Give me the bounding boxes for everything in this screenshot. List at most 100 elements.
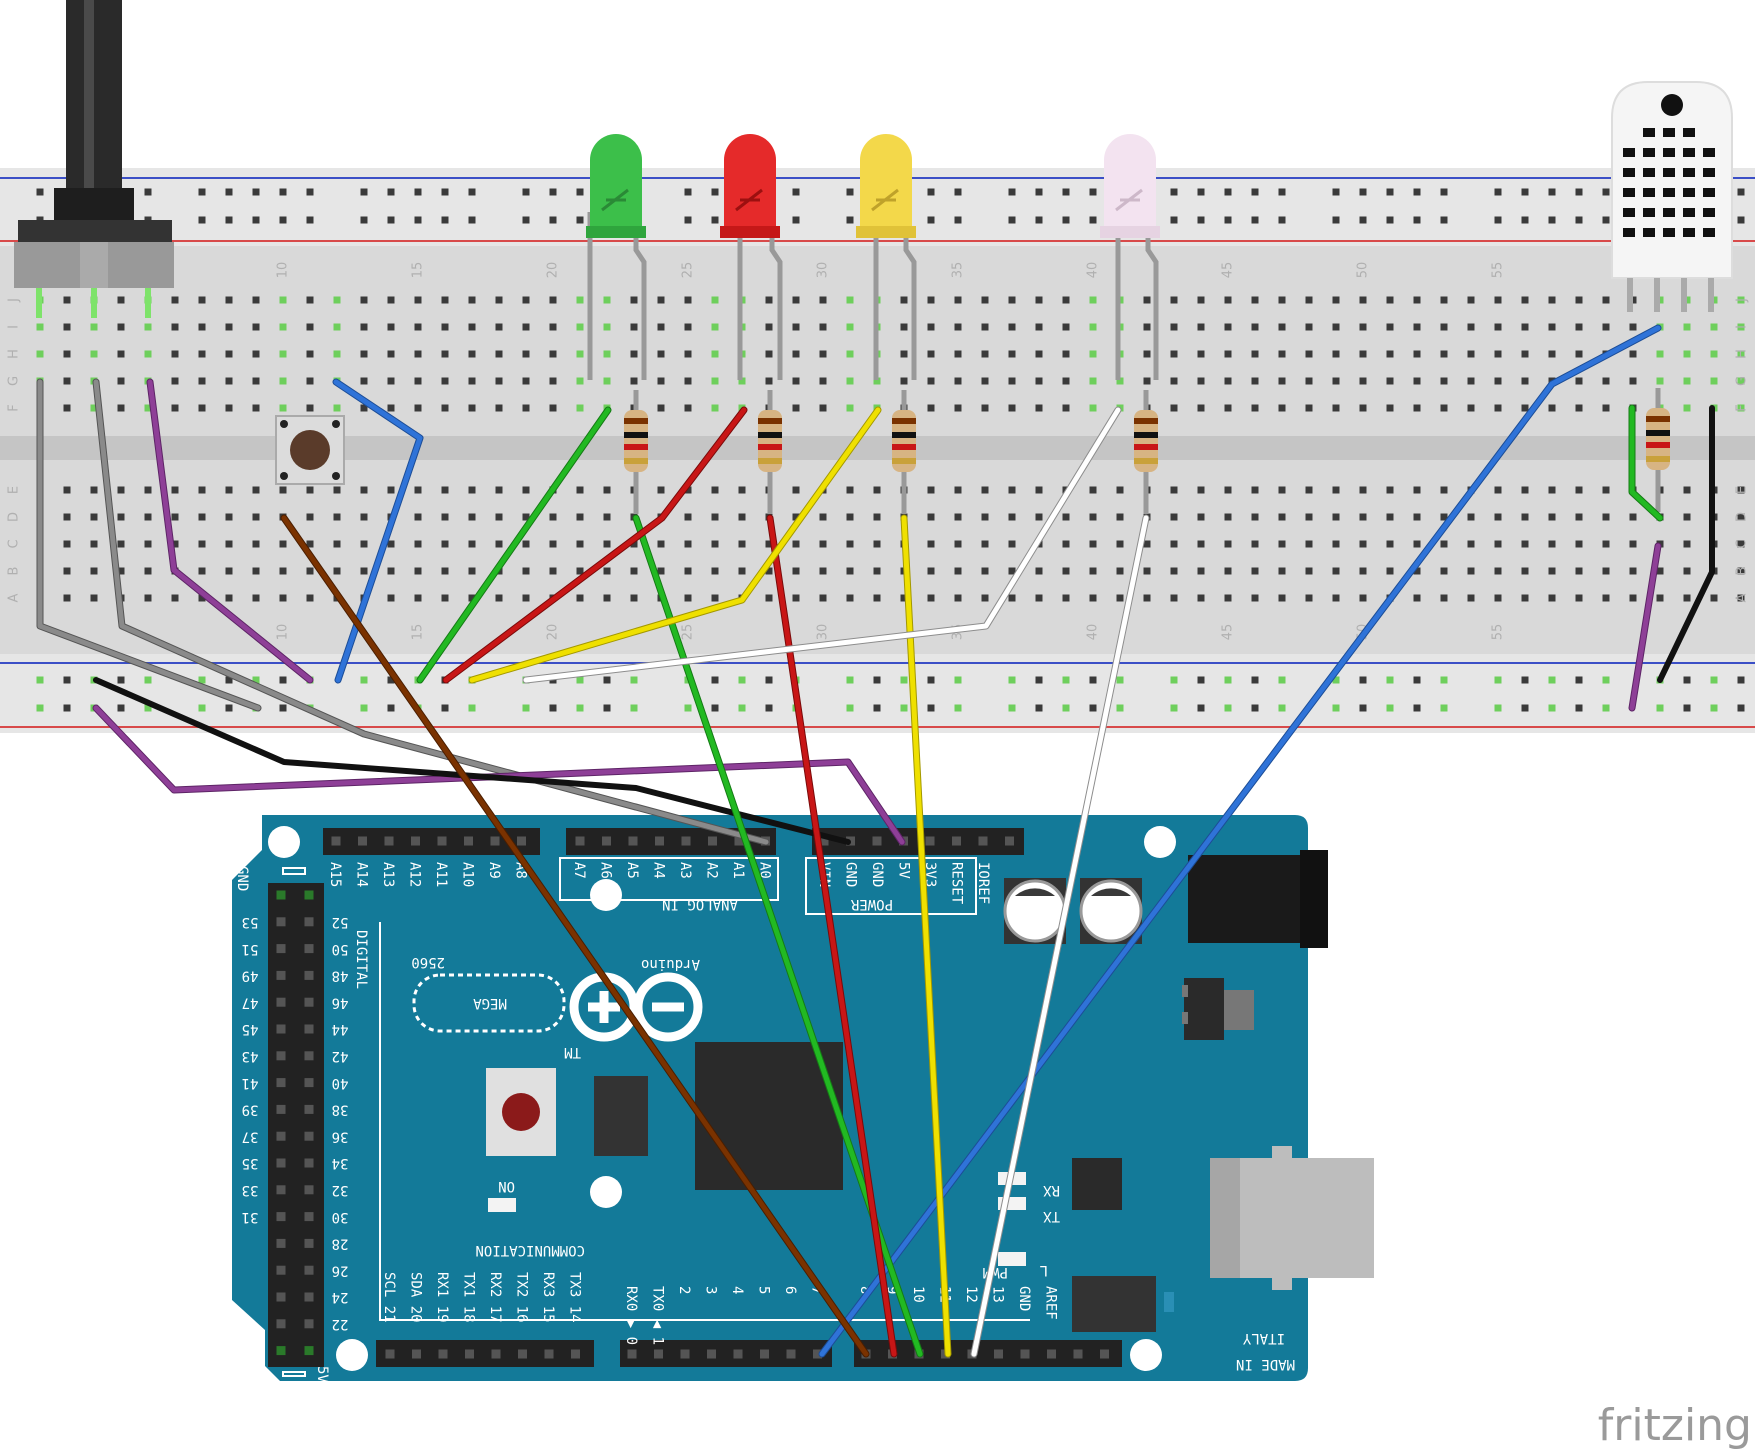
breadboard-hole <box>1224 513 1232 521</box>
breadboard-hole <box>1170 486 1178 494</box>
dht-vent-slot <box>1663 148 1675 157</box>
breadboard-hole <box>198 486 206 494</box>
breadboard-hole <box>495 540 503 548</box>
led-red <box>720 134 783 380</box>
breadboard-hole <box>1467 513 1475 521</box>
breadboard-hole <box>468 404 476 412</box>
dht-vent-slot <box>1643 188 1655 197</box>
wire-gray <box>93 379 769 845</box>
breadboard-hole <box>1305 404 1313 412</box>
pin-label: A9 <box>486 862 502 879</box>
breadboard-hole <box>198 513 206 521</box>
breadboard-hole <box>468 567 476 575</box>
breadboard-hole <box>1170 377 1178 385</box>
breadboard-hole <box>1116 486 1124 494</box>
breadboard-hole <box>225 567 233 575</box>
breadboard-hole <box>819 404 827 412</box>
breadboard-hole <box>522 486 530 494</box>
rail-hole <box>1575 704 1583 712</box>
breadboard-hole <box>1278 540 1286 548</box>
breadboard-hole <box>1251 540 1259 548</box>
breadboard-hole <box>1575 567 1583 575</box>
communication-label: COMMUNICATION <box>475 1242 585 1258</box>
header-pin <box>412 1349 421 1359</box>
rail-hole <box>576 704 584 712</box>
breadboard-hole <box>1224 323 1232 331</box>
breadboard-hole <box>1521 594 1529 602</box>
header-pin <box>627 1349 637 1359</box>
rail-hole <box>1197 188 1205 196</box>
analog-in-label: ANALOG IN <box>662 896 738 912</box>
breadboard-hole <box>549 567 557 575</box>
wire-yellow <box>469 407 881 683</box>
breadboard-hole <box>792 540 800 548</box>
breadboard-hole <box>1278 296 1286 304</box>
pin-label: 30 <box>332 1209 349 1225</box>
capacitor-left <box>1003 878 1067 944</box>
breadboard-hole <box>1737 513 1745 521</box>
rail-hole <box>468 188 476 196</box>
breadboard-hole <box>630 323 638 331</box>
breadboard-hole <box>1170 296 1178 304</box>
header-pin <box>276 1131 286 1141</box>
breadboard-hole <box>603 486 611 494</box>
breadboard-hole <box>927 404 935 412</box>
breadboard-hole <box>1737 296 1745 304</box>
breadboard-hole <box>711 594 719 602</box>
header-pin <box>760 1349 769 1359</box>
breadboard-hole <box>252 540 260 548</box>
breadboard-hole <box>1332 323 1340 331</box>
breadboard-hole <box>1035 594 1043 602</box>
breadboard-hole <box>819 513 827 521</box>
pin-label: TX1 18 <box>461 1272 477 1323</box>
pin-label: TX2 16 <box>514 1272 530 1323</box>
breadboard-hole <box>1521 323 1529 331</box>
breadboard-hole <box>576 323 584 331</box>
breadboard-hole <box>1035 404 1043 412</box>
breadboard-hole <box>792 323 800 331</box>
breadboard-hole <box>441 323 449 331</box>
breadboard-hole <box>630 296 638 304</box>
rail-hole <box>1035 704 1043 712</box>
header-pin <box>331 836 341 846</box>
rail-hole <box>522 704 530 712</box>
resistor <box>892 390 916 514</box>
breadboard-hole <box>1575 377 1583 385</box>
header-pin <box>304 1292 314 1302</box>
rail-hole <box>252 188 260 196</box>
rail-hole <box>468 704 476 712</box>
breadboard-hole <box>738 540 746 548</box>
rail-hole <box>954 676 962 684</box>
dht-leg <box>1681 278 1687 312</box>
breadboard-hole <box>1143 540 1151 548</box>
breadboard-hole <box>1494 350 1502 358</box>
rail-hole <box>144 188 152 196</box>
rail-hole <box>36 188 44 196</box>
breadboard-hole <box>1494 323 1502 331</box>
dht-vent-grid <box>1623 128 1715 237</box>
breadboard-hole <box>630 567 638 575</box>
header-comm <box>376 1340 594 1367</box>
pin-label: 7 <box>809 1286 825 1294</box>
breadboard-hole <box>117 540 125 548</box>
breadboard-hole <box>252 377 260 385</box>
breadboard-hole <box>981 296 989 304</box>
rail-hole <box>279 704 287 712</box>
rail-hole <box>630 704 638 712</box>
rail-hole <box>225 704 233 712</box>
breadboard-hole <box>1305 296 1313 304</box>
breadboard-hole <box>1170 323 1178 331</box>
column-number: 25 <box>681 262 696 279</box>
dht-vent-slot <box>1663 228 1675 237</box>
header-pin <box>465 1349 474 1359</box>
breadboard-hole <box>90 567 98 575</box>
breadboard-hole <box>1656 567 1664 575</box>
breadboard-hole <box>225 404 233 412</box>
breadboard-hole <box>657 540 665 548</box>
breadboard-hole <box>1224 486 1232 494</box>
breadboard-hole <box>1008 486 1016 494</box>
breadboard-hole <box>117 377 125 385</box>
rail-hole <box>846 216 854 224</box>
dht-leg <box>1627 278 1633 312</box>
rail-hole <box>1035 216 1043 224</box>
